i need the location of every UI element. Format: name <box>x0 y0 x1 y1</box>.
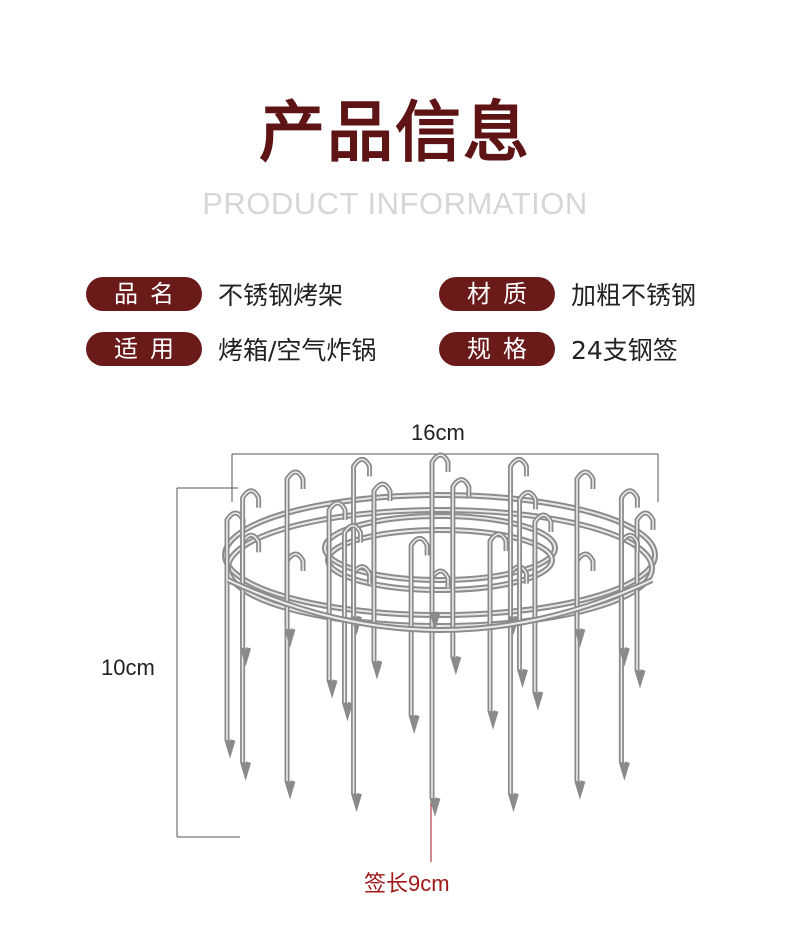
skewer <box>341 523 363 722</box>
spec-value: 24支钢签 <box>571 336 678 365</box>
skewer <box>532 512 554 711</box>
spec-row-usage: 适用 烤箱/空气炸锅 <box>86 329 376 369</box>
rack-front-ring <box>226 577 654 633</box>
skewer <box>574 469 596 648</box>
spec-value: 烤箱/空气炸锅 <box>218 336 377 365</box>
spec-row-size: 规格 24支钢签 <box>439 329 678 369</box>
width-dimension-line <box>231 453 659 502</box>
spec-value: 加粗不锈钢 <box>571 281 697 310</box>
spec-value: 不锈钢烤架 <box>218 281 344 310</box>
skewer <box>371 481 393 680</box>
height-label: 10cm <box>101 655 155 680</box>
height-dimension-line <box>176 487 240 838</box>
skewer <box>351 456 373 636</box>
spec-label-pill: 适用 <box>86 332 202 366</box>
spec-row-material: 材质 加粗不锈钢 <box>439 274 696 314</box>
skewer-length-label: 签长9cm <box>364 871 450 896</box>
spec-label-pill: 规格 <box>439 332 555 366</box>
skewer <box>634 510 656 689</box>
skewer <box>429 452 451 631</box>
spec-label-pill: 品名 <box>86 277 202 311</box>
skewer <box>487 531 509 730</box>
skewer <box>240 488 262 667</box>
skewer <box>517 489 539 689</box>
page-subtitle: PRODUCT INFORMATION <box>202 186 588 221</box>
page-title: 产品信息 <box>259 93 531 171</box>
skewer <box>326 500 348 699</box>
spec-row-name: 品名 不锈钢烤架 <box>86 274 343 314</box>
skewer <box>408 535 430 735</box>
skewer <box>618 488 640 667</box>
spec-label-pill: 材质 <box>439 277 555 311</box>
width-label: 16cm <box>411 420 465 445</box>
rack-skewers <box>224 452 656 817</box>
